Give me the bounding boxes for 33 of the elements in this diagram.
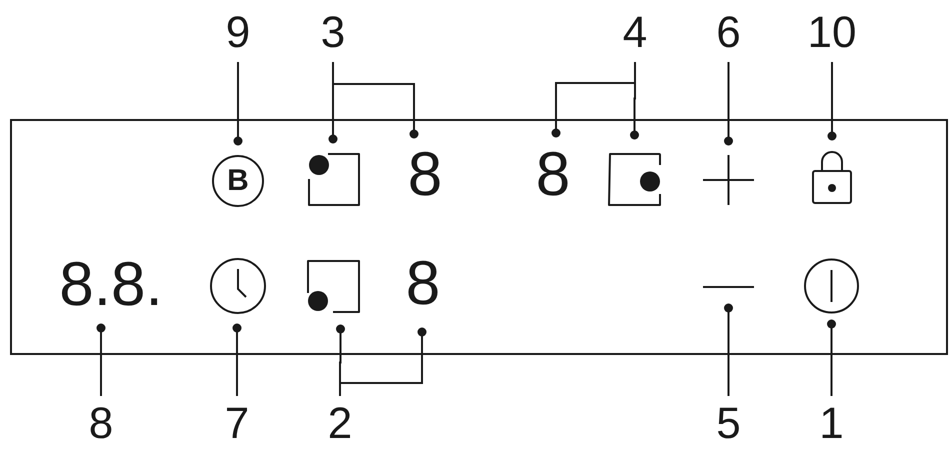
- plus-icon: [703, 155, 754, 205]
- digit-display: 8: [407, 143, 443, 207]
- callout-number: 6: [708, 8, 749, 58]
- leader-line: [339, 328, 426, 396]
- callout-number: 2: [320, 398, 360, 450]
- digit-display: 8: [405, 252, 441, 316]
- callout-number: 3: [313, 8, 353, 58]
- callout-number: 10: [800, 8, 864, 58]
- zone-indicator-icon: [307, 260, 360, 313]
- zone-indicator-icon: [608, 153, 661, 206]
- letter-button: B: [212, 155, 264, 207]
- leader-line: [724, 304, 733, 396]
- leader-line: [332, 62, 418, 138]
- zone-indicator-icon: [308, 153, 360, 206]
- power-icon: [804, 258, 859, 314]
- leader-line: [828, 62, 836, 140]
- leader-line: [234, 62, 242, 146]
- callout-number: 4: [615, 8, 655, 58]
- callout-number: 9: [218, 8, 258, 58]
- control-panel: [10, 119, 948, 355]
- digit-display: 8.8.: [55, 252, 167, 318]
- callout-number: 1: [811, 398, 852, 450]
- leader-line: [724, 62, 733, 146]
- leader-line: [630, 62, 639, 140]
- lock-icon: [811, 150, 853, 205]
- callout-number: 8: [81, 398, 121, 450]
- callout-number: 7: [217, 398, 257, 450]
- leader-line: [827, 320, 836, 396]
- clock-icon: [210, 258, 266, 314]
- callout-number: 5: [708, 398, 749, 450]
- leader-line: [232, 324, 242, 396]
- leader-line: [96, 324, 106, 396]
- digit-display: 8: [535, 143, 571, 207]
